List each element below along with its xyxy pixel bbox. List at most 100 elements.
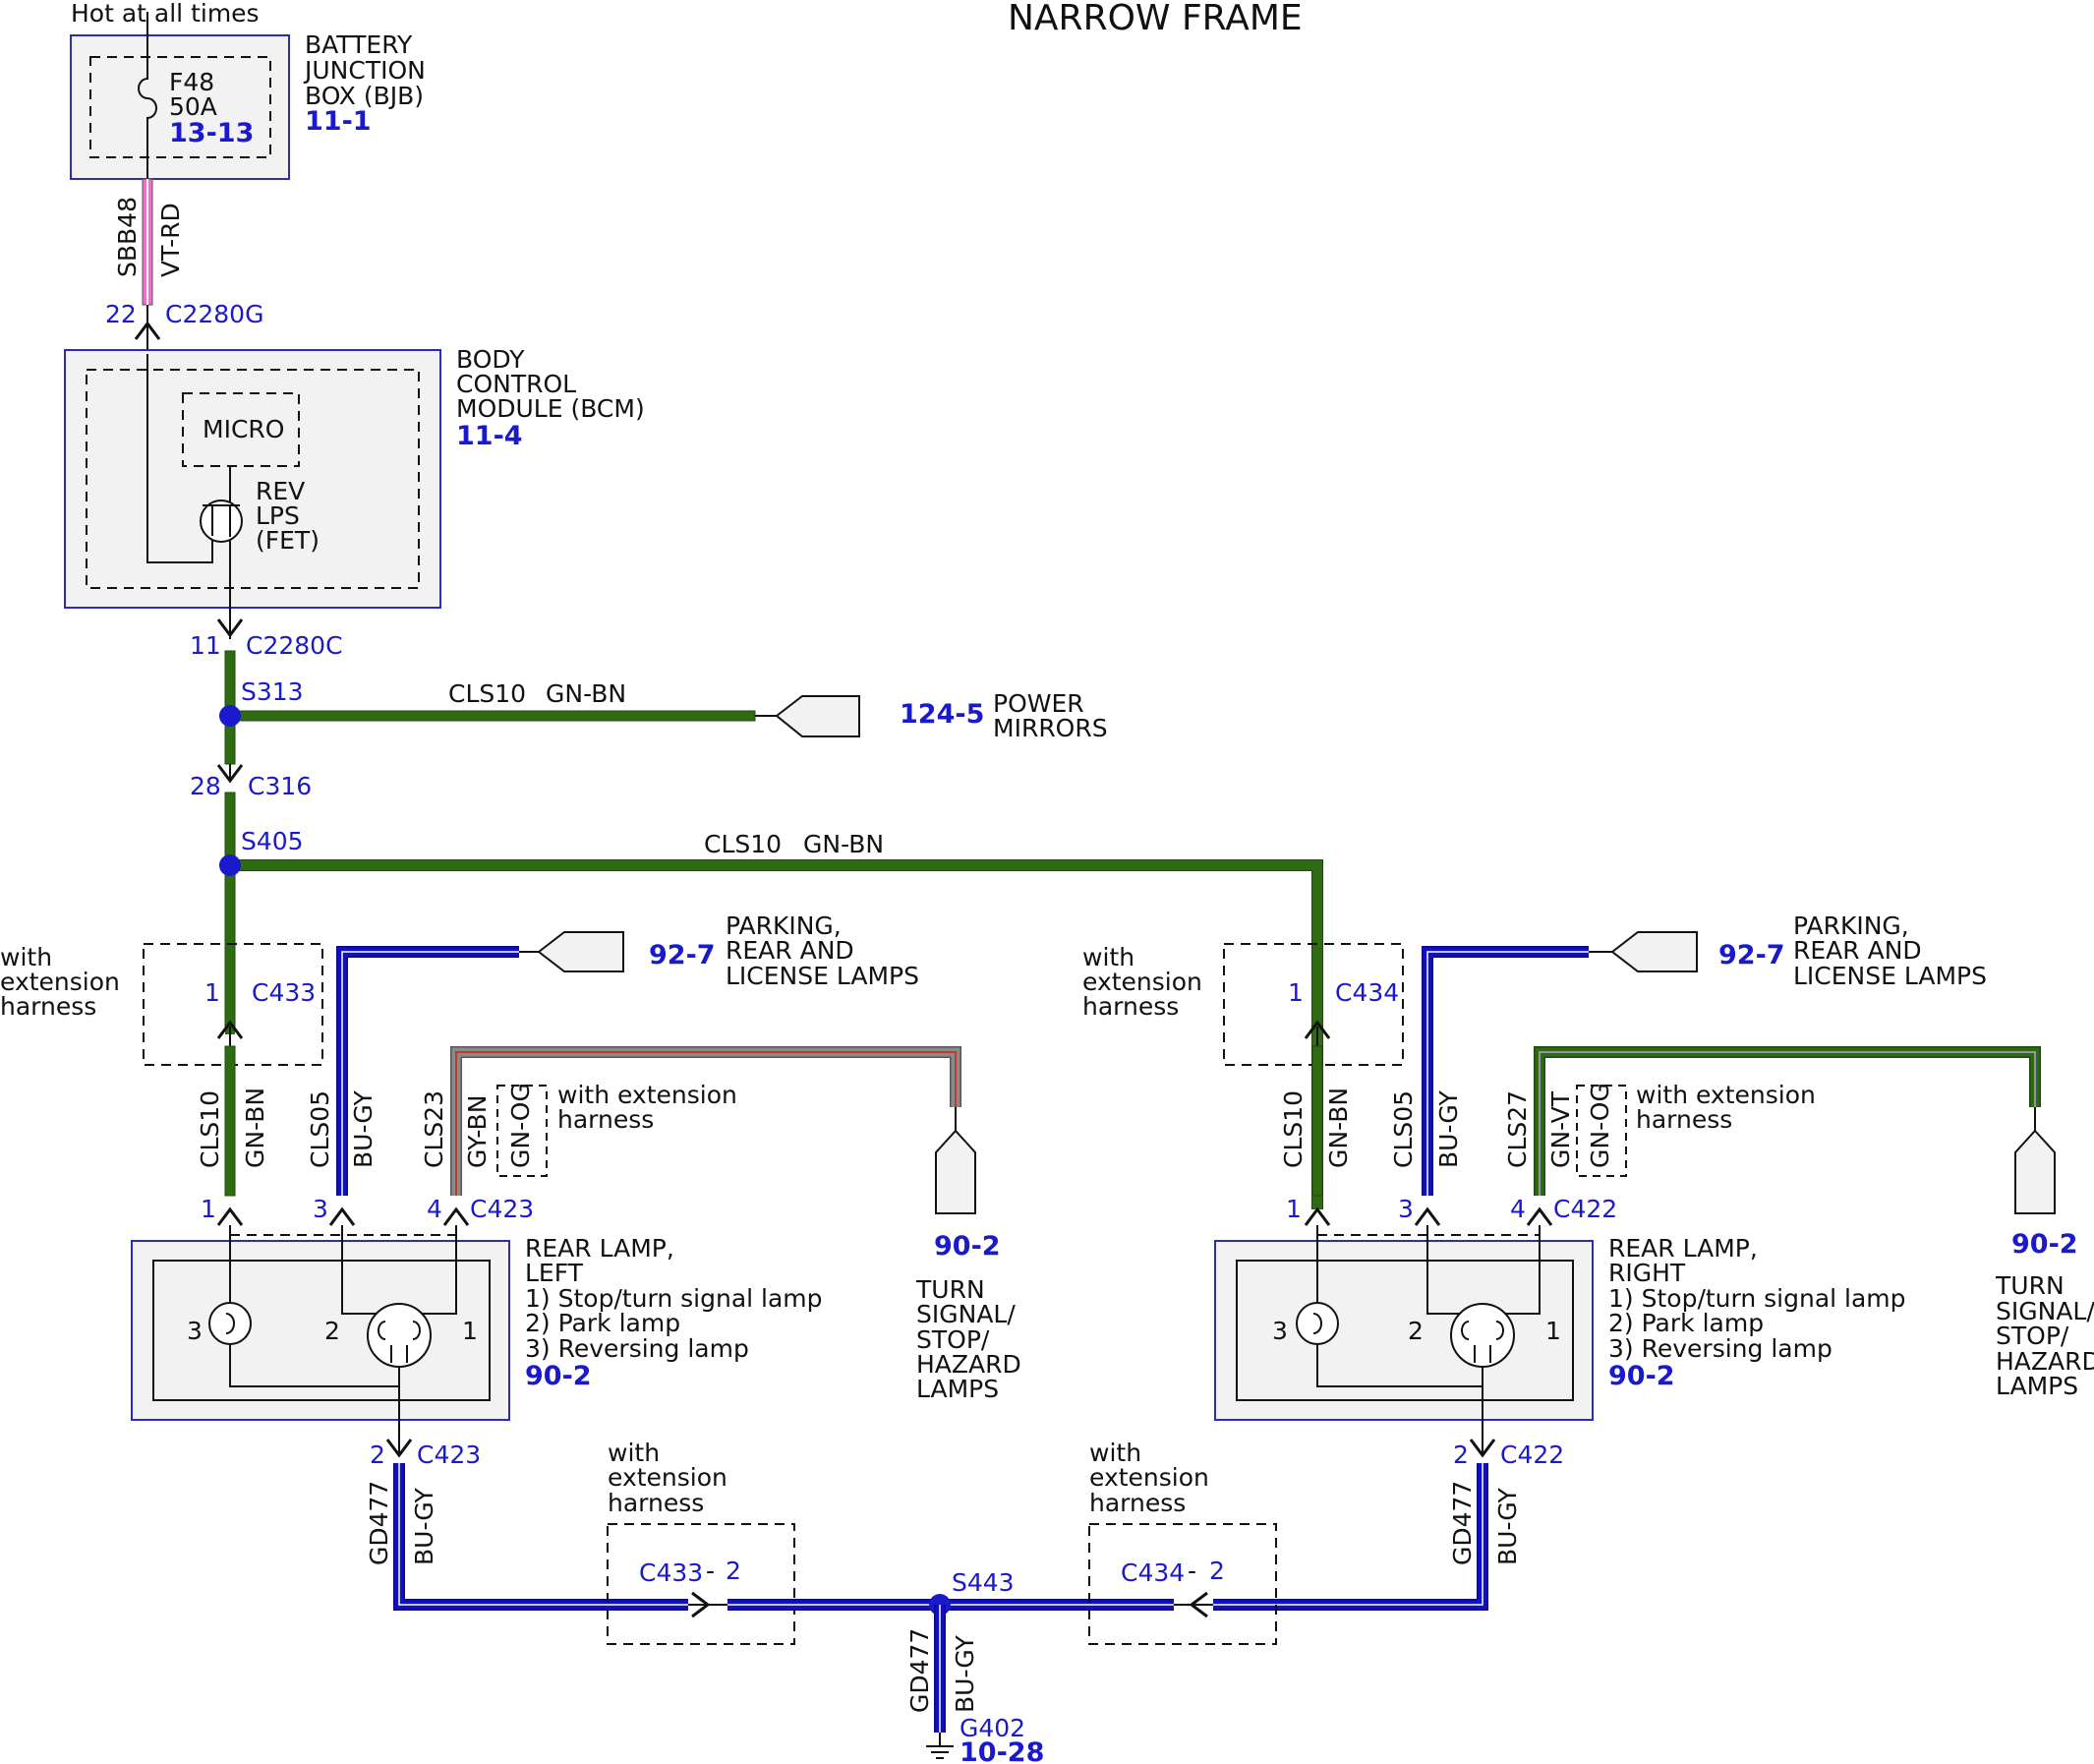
wire-cls10-left — [224, 1045, 236, 1197]
gd477-right-label: GD477 — [1448, 1481, 1477, 1565]
lps-label: LPS — [256, 501, 300, 530]
c422-pin-4-label: 4 — [1510, 1195, 1526, 1223]
cls10-left-label: CLS10 — [196, 1090, 224, 1168]
wire-sbb48 — [142, 178, 153, 306]
rear-lamp-right-module — [1214, 1240, 1594, 1421]
cls10-top-label: CLS10 — [448, 679, 526, 708]
stop-turn-lamp-left-icon — [367, 1303, 432, 1368]
turn-left-ref-link[interactable]: 90-2 — [934, 1231, 1001, 1262]
c2280c-connector-label[interactable]: C2280C — [246, 631, 343, 660]
wire-cls10-power-mirrors — [229, 710, 777, 722]
with-ext-label-1: with — [0, 943, 52, 971]
with-ext-left-label-1: with extension — [557, 1081, 737, 1109]
c422-connector-label[interactable]: C422 — [1553, 1195, 1617, 1223]
with-ext-br-label-1: with — [1089, 1439, 1141, 1467]
rear-lamp-right-ref-link[interactable]: 90-2 — [1608, 1361, 1675, 1391]
bcm-label-2: CONTROL — [456, 370, 576, 398]
c434-2-connector-label[interactable]: C434 — [1121, 1558, 1185, 1587]
wire-cls05-left — [336, 946, 539, 1196]
c433-connector-label[interactable]: C433 — [252, 978, 316, 1007]
rear-lamp-left-ref-link[interactable]: 90-2 — [525, 1361, 592, 1391]
connector-c422-bottom-icon — [1469, 1439, 1496, 1458]
park-right-ref-link[interactable]: 92-7 — [1718, 940, 1785, 970]
c434-2-dash: - — [1188, 1557, 1196, 1585]
bcm-label-1: BODY — [456, 345, 525, 374]
c2280g-connector-label[interactable]: C2280G — [165, 300, 263, 328]
c434-2-optional-box — [1088, 1523, 1277, 1645]
s313-splice-label[interactable]: S313 — [241, 677, 304, 706]
hot-at-all-times-label: Hot at all times — [71, 0, 260, 28]
bjb-label-3: BOX (BJB) — [305, 82, 424, 110]
rear-lamp-right-label-1: REAR LAMP, — [1608, 1234, 1758, 1263]
s443-splice-label[interactable]: S443 — [952, 1568, 1015, 1597]
s405-splice-label[interactable]: S405 — [241, 827, 304, 855]
c422-bottom-connector-label[interactable]: C422 — [1500, 1441, 1564, 1469]
cls27-right-label: CLS27 — [1503, 1090, 1532, 1168]
park-left-label-2: REAR AND — [726, 936, 854, 965]
turn-right-label-2: SIGNAL/ — [1996, 1297, 2094, 1325]
g402-ref-link[interactable]: 10-28 — [960, 1737, 1044, 1764]
turn-right-label-4: HAZARD — [1996, 1347, 2094, 1376]
c433-2-optional-box — [607, 1523, 795, 1645]
splice-s313 — [219, 705, 241, 727]
with-ext-left-label-2: harness — [557, 1105, 654, 1134]
c423-pin-4-label: 4 — [427, 1195, 442, 1223]
vt-rd-color-label: VT-RD — [156, 203, 185, 277]
connector-c423-bottom-icon — [385, 1439, 413, 1458]
turn-left-label-5: LAMPS — [916, 1375, 999, 1403]
park-left-ref-link[interactable]: 92-7 — [649, 940, 716, 970]
fet-transistor-icon — [200, 500, 243, 543]
wire-cls10-right — [1311, 1045, 1323, 1197]
c316-connector-label[interactable]: C316 — [248, 772, 312, 800]
connector-c422-icon — [1304, 1206, 1553, 1236]
rear-lamp-left-label-5: 3) Reversing lamp — [525, 1334, 749, 1363]
body-control-module — [64, 349, 441, 609]
c433-2-connector-label[interactable]: C433 — [639, 1558, 703, 1587]
rear-lamp-right-label-5: 3) Reversing lamp — [1608, 1334, 1832, 1363]
c434-connector-label[interactable]: C434 — [1335, 978, 1399, 1007]
power-mirrors-ref-link[interactable]: 124-5 — [900, 699, 984, 730]
cls10-right-label: CLS10 — [1279, 1090, 1308, 1168]
with-ext-bl-label-3: harness — [608, 1489, 704, 1517]
stop-turn-lamp-right-icon — [1450, 1303, 1515, 1368]
rear-lamp-right-label-2: RIGHT — [1608, 1259, 1686, 1287]
c433-pin-1-label: 1 — [204, 978, 220, 1007]
with-ext-r-label-1: with extension — [1636, 1081, 1816, 1109]
gy-bn-left-label: GY-BN — [463, 1095, 492, 1168]
turn-right-ref-link[interactable]: 90-2 — [2011, 1229, 2078, 1260]
c423-bottom-connector-label[interactable]: C423 — [417, 1441, 481, 1469]
gn-og-right-label: GN-OG — [1586, 1083, 1614, 1168]
rear-lamp-left-wiring — [229, 1225, 457, 1455]
gn-bn-right-label: GN-BN — [1324, 1088, 1353, 1168]
c423-pin-1-label: 1 — [201, 1195, 216, 1223]
power-mirrors-label-1: POWER — [993, 689, 1084, 718]
gn-vt-right-label: GN-VT — [1546, 1090, 1575, 1168]
turn-left-arrow-icon — [935, 1129, 976, 1214]
c422-pin-1-label: 1 — [1286, 1195, 1302, 1223]
bjb-ref-link[interactable]: 11-1 — [305, 106, 372, 137]
with-ext-right-label-2: extension — [1082, 968, 1202, 996]
with-ext-br-label-3: harness — [1089, 1489, 1186, 1517]
bu-gy-right-bottom-label: BU-GY — [1493, 1487, 1522, 1565]
pin-28-label: 28 — [190, 772, 221, 800]
gn-bn-left-label: GN-BN — [241, 1088, 269, 1168]
c433-2-pin-label: 2 — [726, 1557, 741, 1585]
bjb-label-1: BATTERY — [305, 30, 413, 59]
bcm-internal-wiring — [146, 354, 231, 639]
g402-label[interactable]: G402 — [960, 1714, 1025, 1742]
rear-lamp-right-label-3: 1) Stop/turn signal lamp — [1608, 1284, 1906, 1313]
cls23-left-label: CLS23 — [420, 1090, 448, 1168]
lamp-right-pin-1: 1 — [1545, 1317, 1561, 1345]
bcm-ref-link[interactable]: 11-4 — [456, 421, 523, 451]
rear-lamp-right-label-4: 2) Park lamp — [1608, 1309, 1764, 1337]
battery-junction-box — [70, 34, 290, 180]
lamp-left-pin-2: 2 — [324, 1317, 340, 1345]
rear-lamp-left-label-4: 2) Park lamp — [525, 1309, 680, 1337]
c434-2-pin-label: 2 — [1209, 1557, 1225, 1585]
turn-left-label-3: STOP/ — [916, 1325, 990, 1354]
turn-right-label-3: STOP/ — [1996, 1322, 2069, 1350]
fuse-ref-link[interactable]: 13-13 — [169, 118, 254, 148]
c423-connector-label[interactable]: C423 — [470, 1195, 534, 1223]
connector-c434-icon — [1304, 1020, 1331, 1048]
pin-11-label: 11 — [190, 631, 221, 660]
